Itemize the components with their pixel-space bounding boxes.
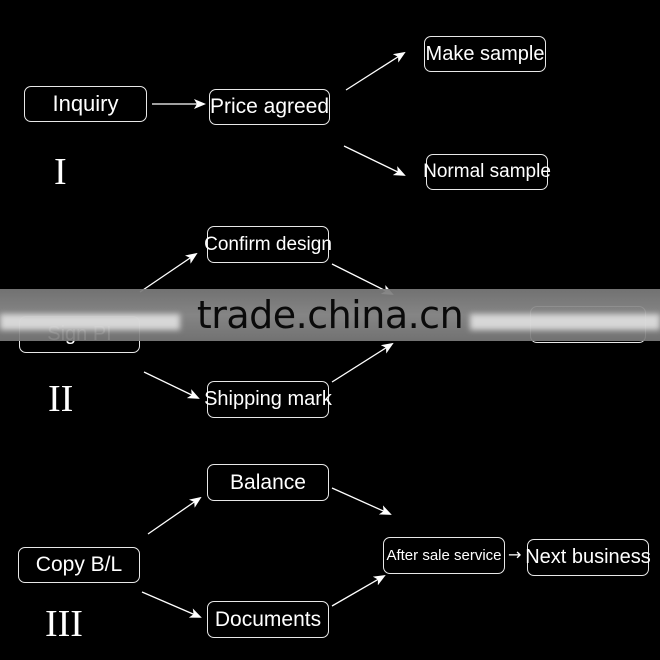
stage-numeral-iii: III xyxy=(45,603,83,645)
arrow-shipping-mark-to-merge xyxy=(331,342,394,383)
stage-numeral-ii: II xyxy=(48,378,74,420)
watermark-text: trade.china.cn xyxy=(196,293,464,337)
arrow-signpi-to-shipping-mark xyxy=(143,371,200,399)
copy-bl-box: Copy B/L xyxy=(18,547,140,583)
make-sample-box: Make sample xyxy=(424,36,546,72)
balance-box: Balance xyxy=(207,464,329,501)
small-arrow: → xyxy=(508,545,522,564)
watermark-shine-left xyxy=(0,314,180,330)
arrow-price-to-make-sample xyxy=(345,51,406,91)
arrow-documents-to-after-sale xyxy=(331,575,386,607)
watermark-shine-right xyxy=(470,314,660,330)
stage-numeral-i: I xyxy=(54,151,67,193)
shipping-mark-box: Shipping mark xyxy=(204,381,332,418)
after-sale-service-box: After sale service xyxy=(383,537,505,574)
next-business-box: Next business xyxy=(525,539,651,576)
arrow-balance-to-after-sale xyxy=(331,487,392,515)
price-agreed-box: Price agreed xyxy=(209,89,330,125)
arrow-signpi-to-confirm-design xyxy=(139,252,198,293)
documents-box: Documents xyxy=(207,601,329,638)
normal-sample-box: Normal sample xyxy=(423,154,551,190)
arrow-copybl-to-documents xyxy=(141,591,202,618)
arrow-copybl-to-balance xyxy=(147,496,202,535)
inquiry-box: Inquiry xyxy=(24,86,147,122)
arrow-price-to-normal-sample xyxy=(343,145,406,176)
confirm-design-box: Confirm design xyxy=(204,226,332,263)
